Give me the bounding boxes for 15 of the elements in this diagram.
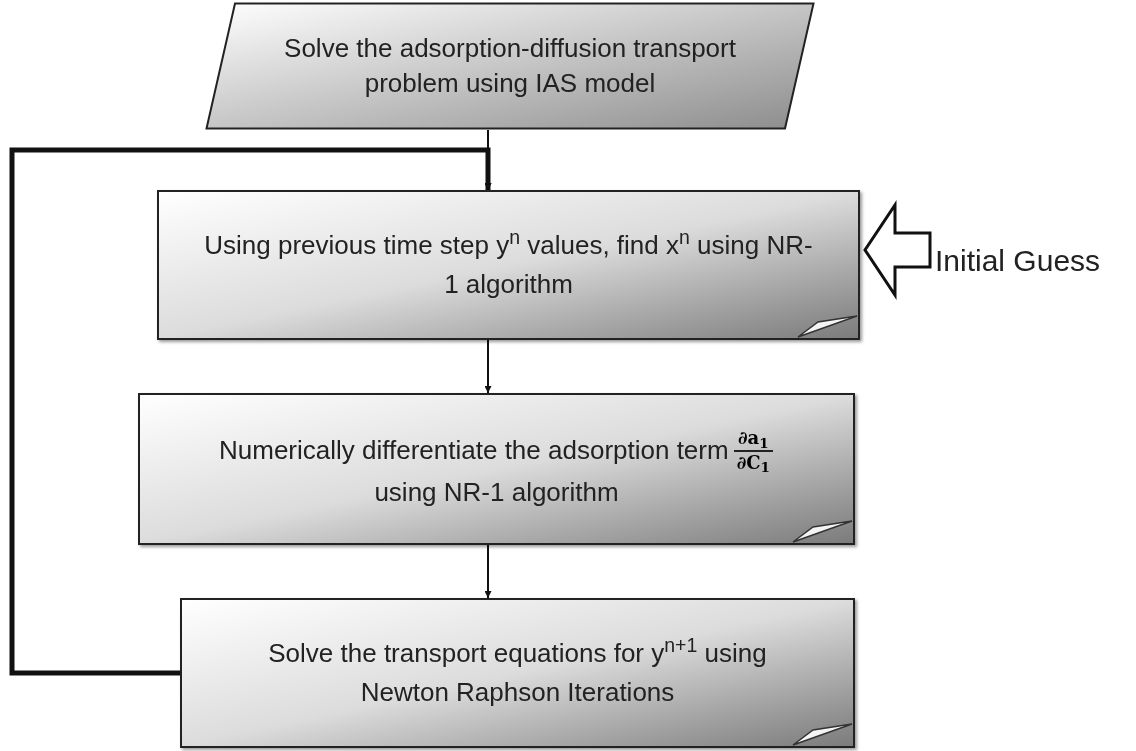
arrow: [484, 544, 492, 599]
process-box: [138, 393, 855, 545]
arrow: [484, 339, 492, 394]
step-text: Solve the adsorption-diffusion transport problem using IAS model: [284, 32, 736, 98]
process-box: [157, 190, 860, 340]
step-text: Numerically differentiate the adsorption term: [219, 434, 729, 468]
step-text: using NR-1 algorithm: [374, 476, 619, 510]
step-text: Using previous time step y$^{n}$ values, find x$^{n}$ using NR-1 algorithm: [204, 230, 813, 299]
input-label: Initial Guess: [935, 242, 1101, 279]
fraction-denominator: ∂C$_{1}$: [735, 451, 771, 475]
arrow: [9, 147, 492, 676]
fraction-numerator: ∂a$_{1}$: [733, 427, 773, 452]
block-arrow: [863, 200, 932, 300]
step-text: Solve the transport equations for y$^{n+1}$ using Newton Raphson Iterations: [268, 638, 767, 707]
process-box: [180, 598, 855, 748]
